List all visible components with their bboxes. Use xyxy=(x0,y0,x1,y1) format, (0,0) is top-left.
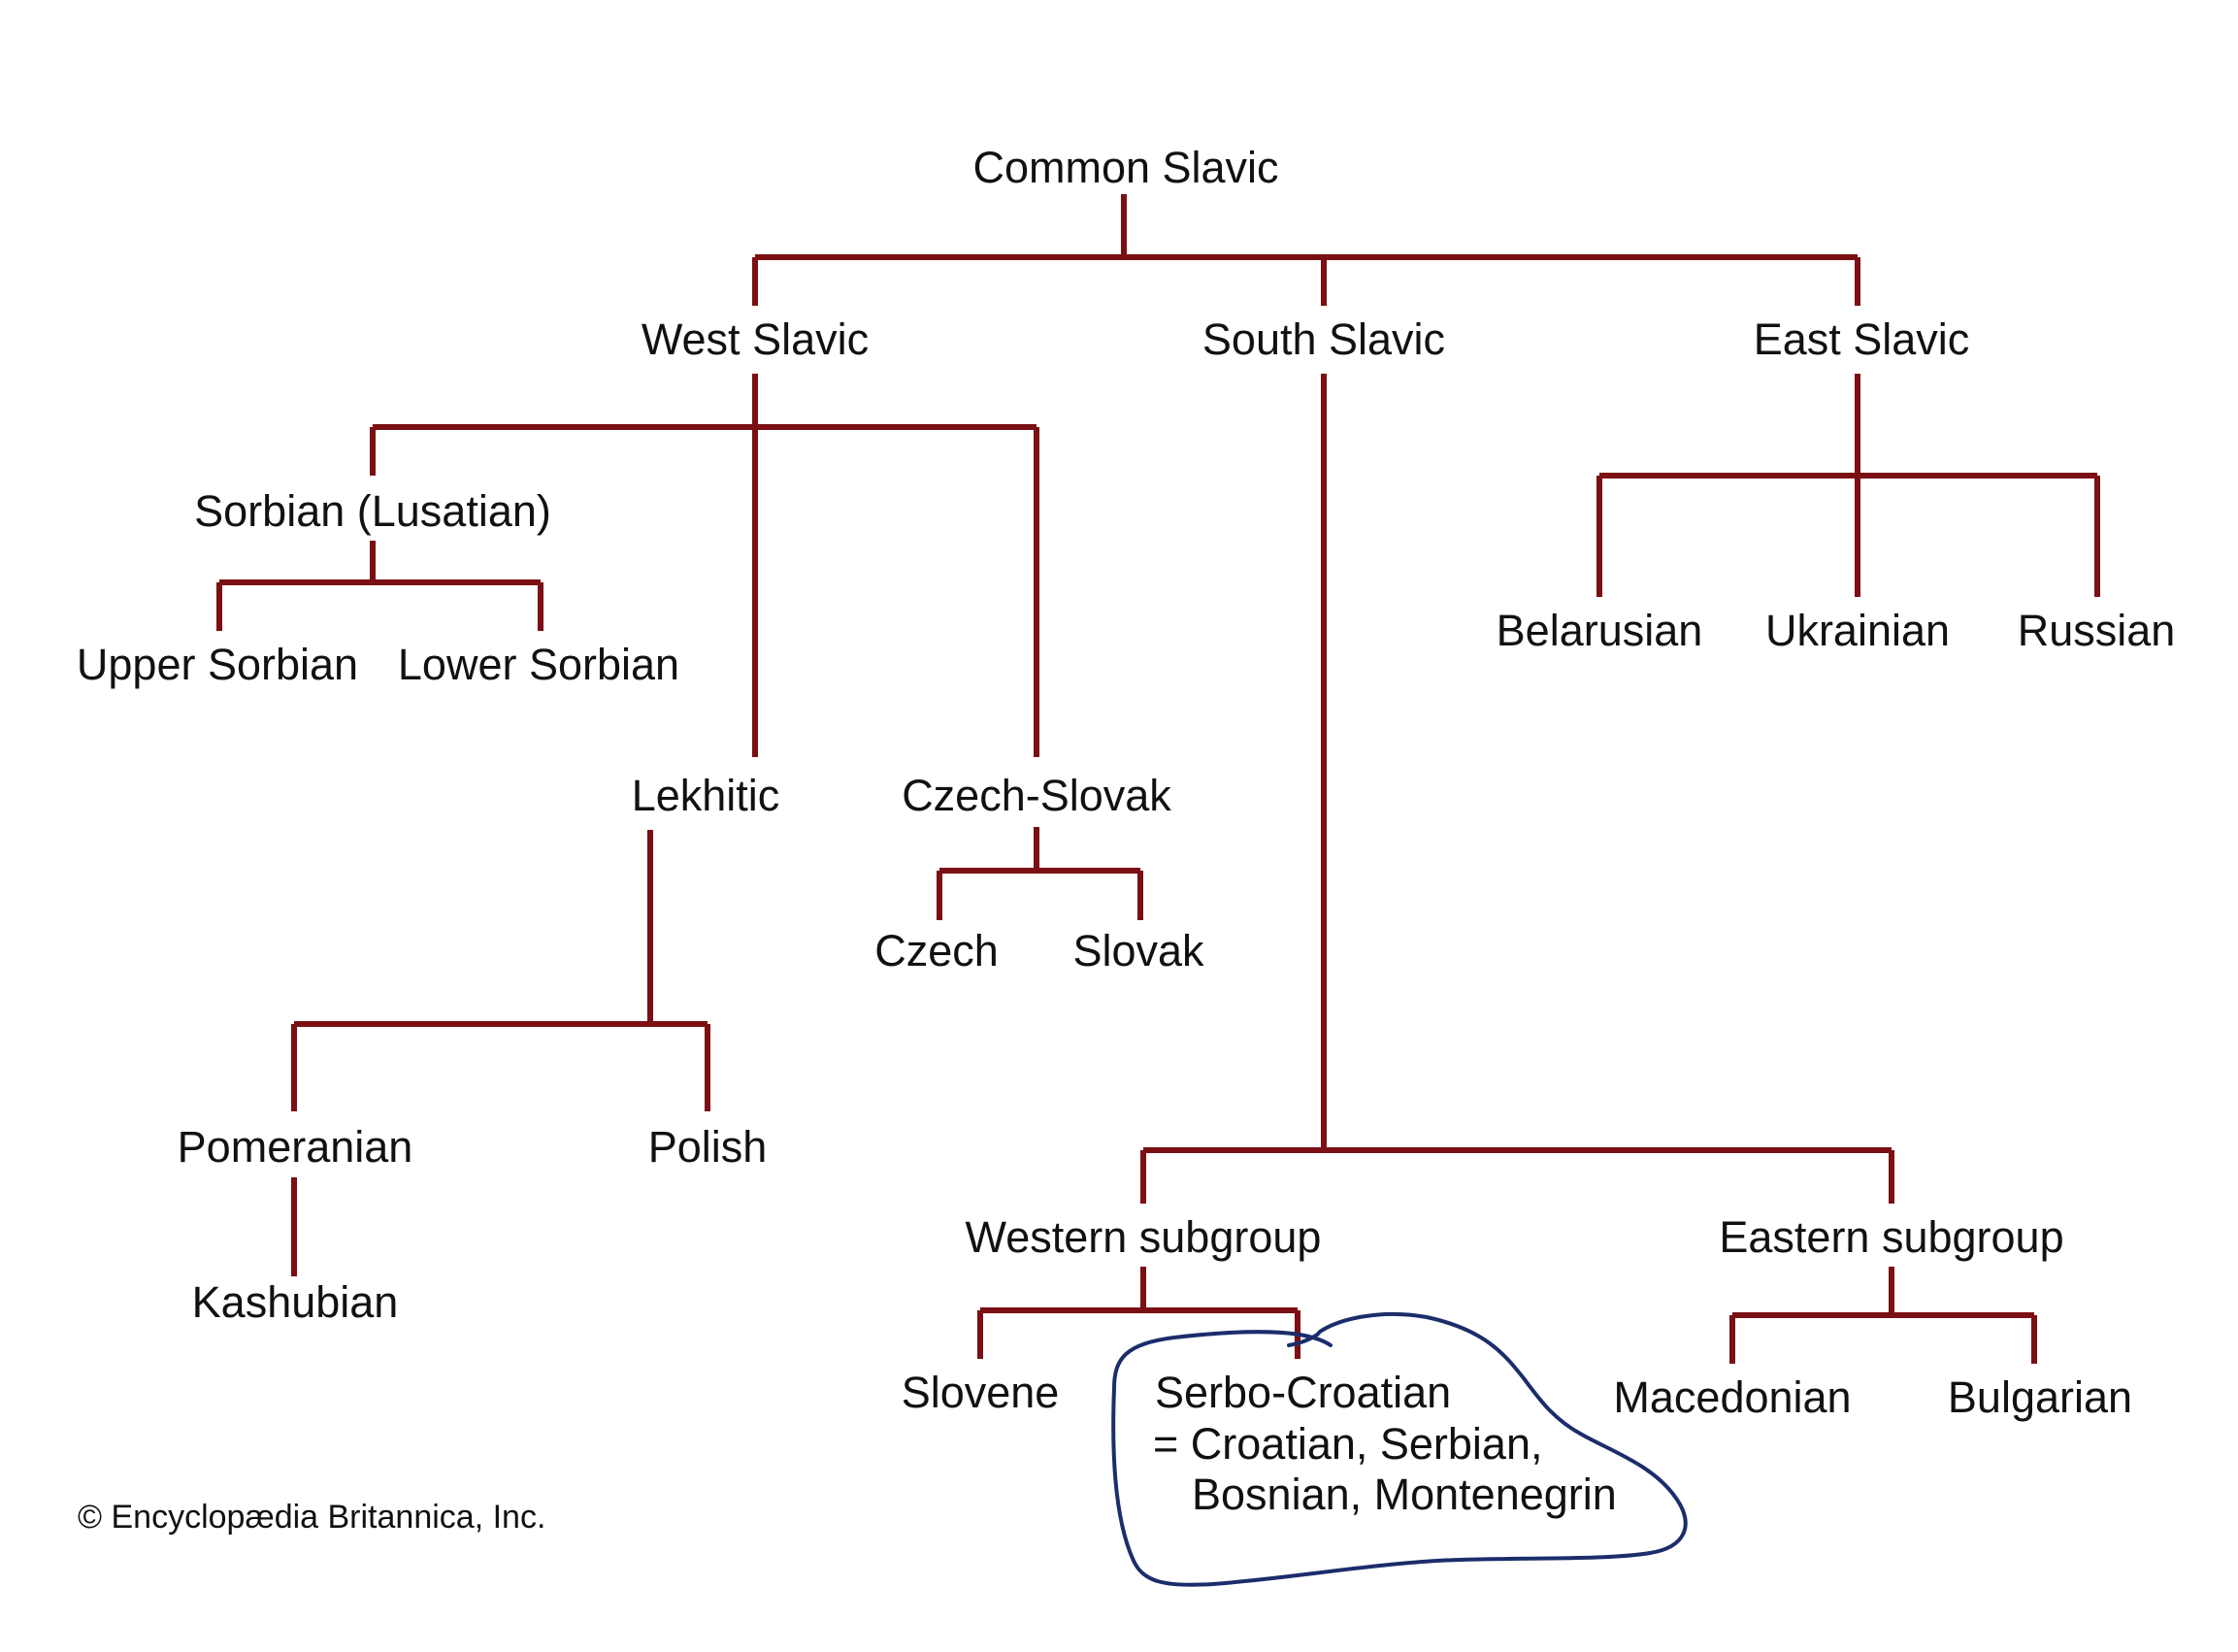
node-lekhitic: Lekhitic xyxy=(632,771,780,820)
node-serbo-croatian: Serbo-Croatian xyxy=(1155,1368,1451,1417)
node-serbo-croatian-equivalents: = Croatian, Serbian, xyxy=(1153,1419,1542,1469)
edge-western-subgroup xyxy=(977,1267,1300,1359)
copyright-notice: © Encyclopædia Britannica, Inc. xyxy=(78,1499,545,1536)
node-polish: Polish xyxy=(648,1122,768,1172)
node-bulgarian: Bulgarian xyxy=(1948,1372,2132,1422)
node-slovene: Slovene xyxy=(902,1368,1060,1417)
node-russian: Russian xyxy=(2018,606,2176,655)
node-common-slavic: Common Slavic xyxy=(972,143,1278,192)
node-serbo-croatian-group: Serbo-Croatian = Croatian, Serbian, Bosn… xyxy=(1153,1368,1617,1519)
node-slovak: Slovak xyxy=(1072,926,1204,975)
node-upper-sorbian: Upper Sorbian xyxy=(77,640,358,689)
edge-czech-slovak xyxy=(937,827,1143,920)
node-czech-slovak: Czech-Slovak xyxy=(902,771,1171,820)
node-pomeranian: Pomeranian xyxy=(178,1122,413,1172)
handdrawn-circle-annotation xyxy=(1111,1311,1688,1587)
node-czech: Czech xyxy=(874,926,999,975)
edge-south-slavic xyxy=(1140,374,1894,1204)
node-sorbian: Sorbian (Lusatian) xyxy=(194,486,551,536)
edge-lekhitic xyxy=(291,830,710,1111)
edge-sorbian xyxy=(216,541,543,631)
node-south-slavic: South Slavic xyxy=(1202,314,1445,364)
node-eastern-subgroup: Eastern subgroup xyxy=(1719,1212,2063,1262)
node-macedonian: Macedonian xyxy=(1613,1372,1851,1422)
node-serbo-croatian-equivalents-2: Bosnian, Montenegrin xyxy=(1192,1470,1617,1519)
edge-east-slavic xyxy=(1596,374,2100,597)
node-kashubian: Kashubian xyxy=(192,1277,399,1327)
node-lower-sorbian: Lower Sorbian xyxy=(398,640,679,689)
node-east-slavic: East Slavic xyxy=(1754,314,1970,364)
node-west-slavic: West Slavic xyxy=(642,314,869,364)
node-western-subgroup: Western subgroup xyxy=(966,1212,1322,1262)
node-belarusian: Belarusian xyxy=(1497,606,1703,655)
edge-eastern-subgroup xyxy=(1729,1267,2037,1364)
node-ukrainian: Ukrainian xyxy=(1765,606,1950,655)
tree-connectors xyxy=(216,194,2100,1364)
edge-common-slavic xyxy=(752,194,1860,306)
edge-west-slavic xyxy=(370,374,1039,757)
